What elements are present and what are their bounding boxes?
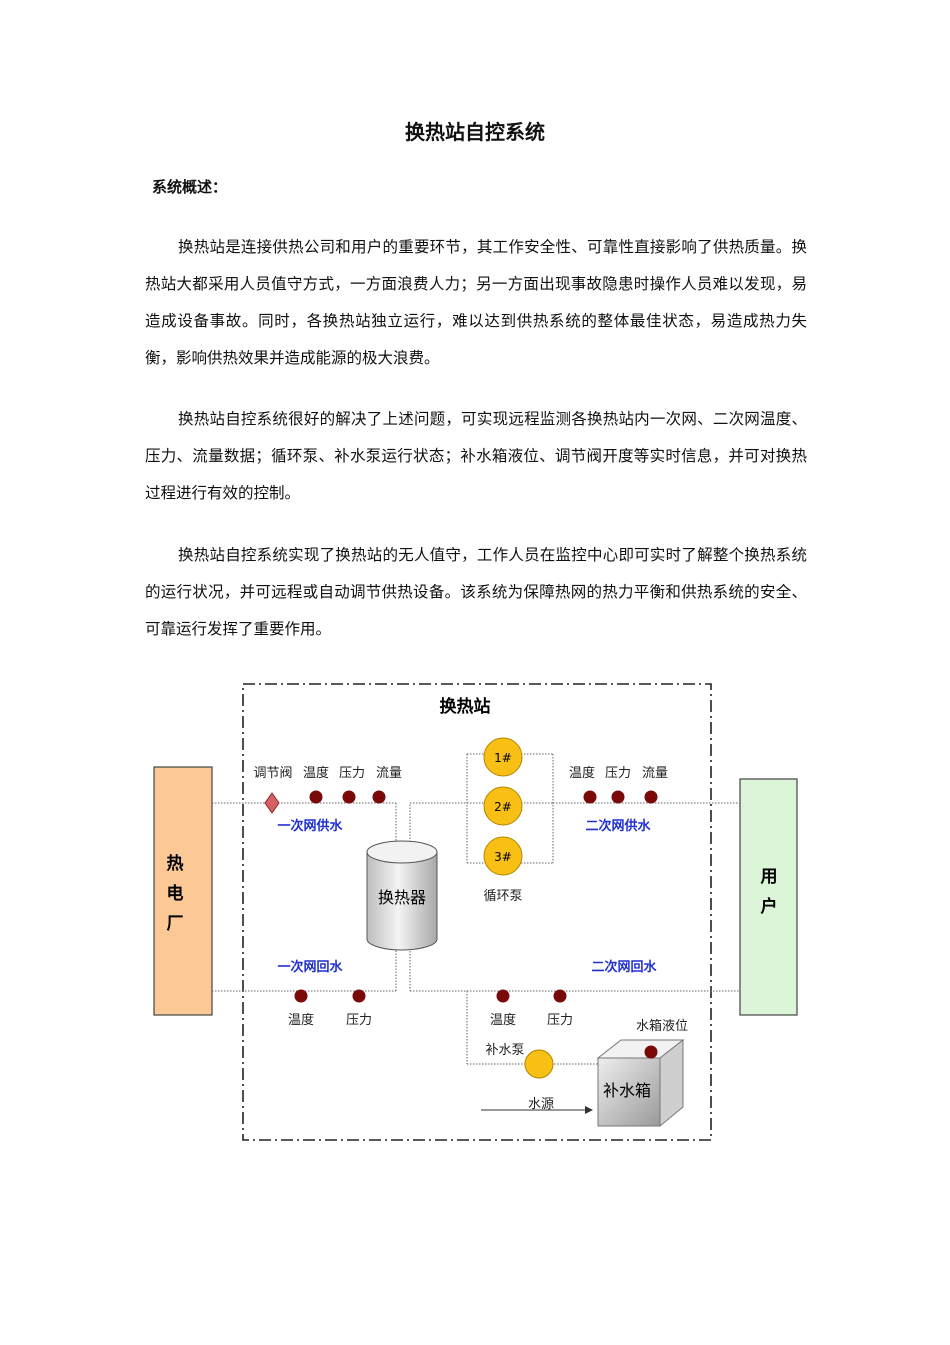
makeup-tank-label: 补水箱 [603, 1081, 651, 1100]
paragraph-2: 换热站自控系统很好的解决了上述问题，可实现远程监测各换热站内一次网、二次网温度、… [145, 410, 807, 502]
sensor-label-bl-1: 温度 [288, 1012, 314, 1028]
makeup-water-tank: 补水箱 [596, 1038, 685, 1128]
power-plant-box [153, 766, 213, 1016]
pump-3-label: 3# [494, 850, 512, 864]
user-label-2: 户 [761, 896, 778, 917]
plant-label-3: 厂 [167, 914, 184, 934]
pump-2-label: 2# [494, 800, 512, 814]
section-heading: 系统概述： [152, 178, 228, 196]
circulation-pump-1 [483, 737, 523, 777]
station-boundary [242, 683, 712, 1141]
primary-supply-label: 一次网供水 [277, 818, 343, 834]
circulation-pump-3 [483, 836, 523, 876]
heat-exchanger: 换热器 [366, 840, 438, 951]
sensor-label-bl-2: 压力 [346, 1013, 372, 1028]
sensor-label-tl-3: 流量 [376, 766, 402, 781]
sensor-label-tr-1: 温度 [569, 765, 595, 781]
sensor-tank-level [644, 1045, 658, 1059]
makeup-pump [524, 1049, 554, 1079]
tank-level-label: 水箱液位 [636, 1018, 688, 1034]
sensor-pressure-secondary-supply [611, 790, 625, 804]
exchanger-label: 换热器 [378, 888, 426, 907]
sensor-pressure-secondary-return [553, 989, 567, 1003]
makeup-pump-label: 补水泵 [485, 1043, 524, 1058]
sensor-temp-primary-supply [309, 790, 323, 804]
circulation-pump-label: 循环泵 [483, 889, 522, 904]
user-box [739, 778, 798, 1016]
paragraph-1: 换热站是连接供热公司和用户的重要环节，其工作安全性、可靠性直接影响了供热质量。换… [145, 238, 807, 367]
sensor-label-tl-2: 压力 [339, 766, 365, 781]
sensor-temp-primary-return [294, 989, 308, 1003]
water-source-label: 水源 [528, 1097, 554, 1112]
primary-return-label: 一次网回水 [277, 959, 343, 975]
sensor-temp-secondary-return [496, 989, 510, 1003]
valve-label: 调节阀 [253, 766, 292, 781]
sensor-label-tr-3: 流量 [642, 766, 668, 781]
sensor-pressure-primary-supply [342, 790, 356, 804]
station-label: 换热站 [440, 696, 491, 717]
plant-label-1: 热 [167, 853, 184, 874]
secondary-return-label: 二次网回水 [591, 959, 657, 975]
paragraph-3: 换热站自控系统实现了换热站的无人值守，工作人员在监控中心即可实时了解整个换热系统… [145, 546, 807, 638]
secondary-supply-label: 二次网供水 [585, 818, 651, 834]
sensor-flow-primary-supply [372, 790, 386, 804]
sensor-label-br-2: 压力 [547, 1013, 573, 1028]
circulation-pump-2 [483, 786, 523, 826]
sensor-temp-secondary-supply [583, 790, 597, 804]
sensor-label-br-1: 温度 [490, 1012, 516, 1028]
plant-label-2: 电 [167, 883, 184, 904]
pump-1-label: 1# [494, 751, 512, 765]
sensor-label-tr-2: 压力 [605, 766, 631, 781]
sensor-pressure-primary-return [352, 989, 366, 1003]
control-valve [264, 792, 280, 814]
user-label-1: 用 [761, 867, 778, 887]
document-title: 换热站自控系统 [405, 120, 545, 144]
sensor-label-tl-1: 温度 [303, 765, 329, 781]
sensor-flow-secondary-supply [644, 790, 658, 804]
